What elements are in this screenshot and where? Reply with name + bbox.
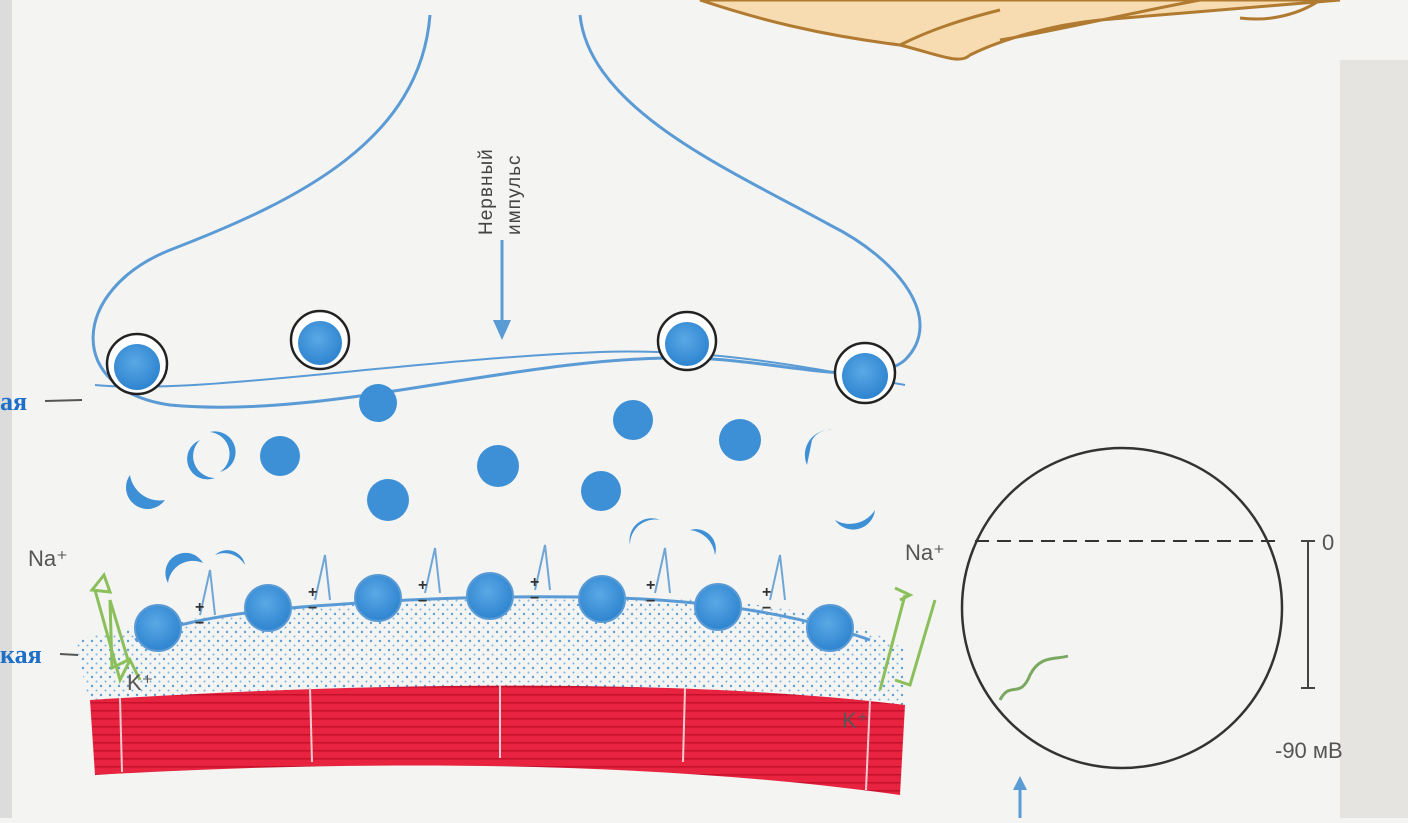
vesicle (835, 343, 895, 403)
presynaptic-membrane (95, 352, 905, 387)
membrane-potential-gauge: 0 -90 мВ (962, 448, 1343, 768)
svg-text:−: − (195, 615, 204, 632)
svg-text:−: − (418, 593, 427, 610)
svg-text:−: − (762, 600, 771, 617)
k-ion-label-left: K⁺ (127, 670, 153, 695)
svg-text:+: + (646, 577, 655, 594)
svg-text:−: − (530, 590, 539, 607)
gauge-min-label: -90 мВ (1275, 738, 1343, 763)
muscle-fiber (90, 686, 905, 795)
impulse-label-line1: Нервный (476, 148, 497, 235)
left-label-top: ая (0, 387, 27, 416)
svg-text:+: + (418, 577, 427, 594)
vesicle (658, 312, 716, 370)
svg-text:+: + (308, 584, 317, 601)
svg-text:−: − (308, 600, 317, 617)
down-arrow-icon (493, 240, 511, 340)
up-arrow-icon (1013, 776, 1027, 818)
impulse-label: Нервный импульс (476, 148, 525, 235)
na-ion-label-left: Na⁺ (28, 546, 68, 571)
vesicle (291, 311, 349, 369)
na-ion-label-right: Na⁺ (905, 540, 945, 565)
svg-text:+: + (530, 574, 539, 591)
gauge-zero-label: 0 (1322, 530, 1334, 555)
vesicle (107, 334, 167, 394)
svg-text:−: − (646, 593, 655, 610)
acetylcholine-molecules (126, 384, 875, 583)
hand-illustration (700, 0, 1340, 59)
svg-text:+: + (762, 584, 771, 601)
right-edge-strip (1340, 60, 1408, 818)
k-ion-label-right: K⁺ (842, 708, 868, 733)
svg-text:+: + (195, 599, 204, 616)
impulse-label-line2: импульс (504, 154, 525, 235)
left-label-bottom: кая (0, 640, 42, 669)
